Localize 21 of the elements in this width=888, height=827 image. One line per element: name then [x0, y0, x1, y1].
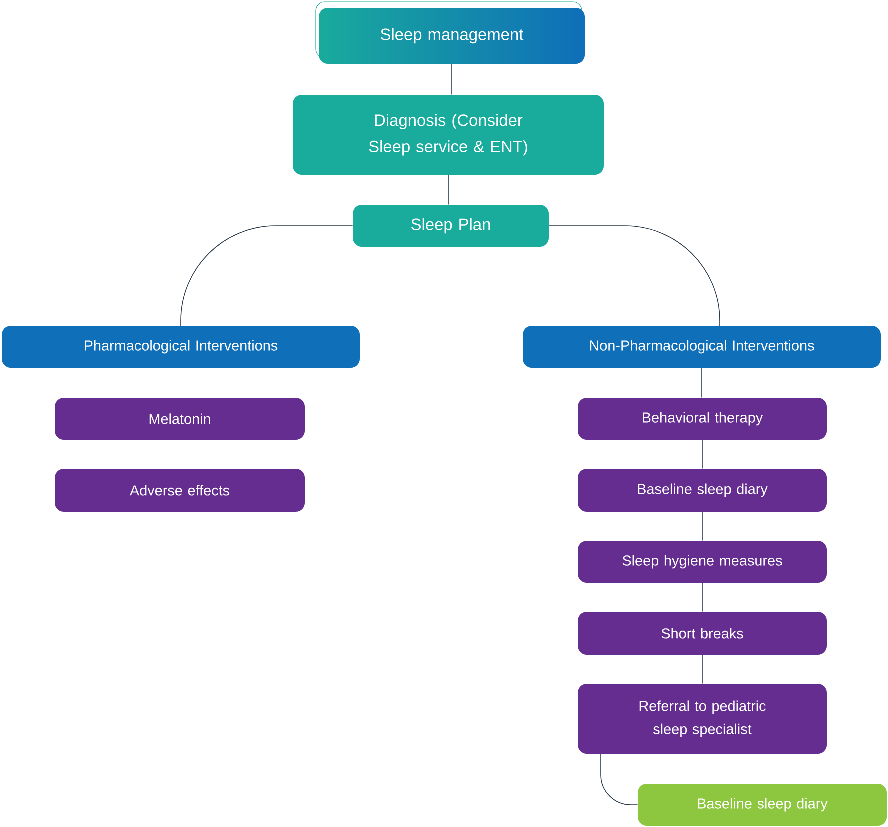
connector-line — [702, 654, 703, 684]
item-box: Adverse effects — [55, 469, 305, 512]
process-box: Diagnosis (Consider Sleep service & ENT) — [293, 95, 604, 175]
item-box: Baseline sleep diary — [578, 469, 827, 512]
item-box: Sleep hygiene measures — [578, 541, 827, 583]
connector-line — [180, 226, 354, 326]
connector-line — [600, 754, 638, 806]
item-box: Referral to pediatric sleep specialist — [578, 684, 827, 754]
item-box: Behavioral therapy — [578, 398, 827, 440]
connector-line — [448, 174, 449, 206]
category-box: Pharmacological Interventions — [2, 326, 360, 368]
connector-line — [548, 226, 720, 326]
result-box: Baseline sleep diary — [638, 784, 887, 826]
process-box: Sleep Plan — [353, 205, 549, 247]
title-box: Sleep management — [316, 2, 585, 64]
item-box: Short breaks — [578, 612, 827, 655]
connector-line — [702, 440, 703, 470]
item-box: Melatonin — [55, 398, 305, 440]
connector-line — [702, 512, 703, 542]
connector-line — [702, 582, 703, 612]
category-box: Non-Pharmacological Interventions — [523, 326, 881, 368]
